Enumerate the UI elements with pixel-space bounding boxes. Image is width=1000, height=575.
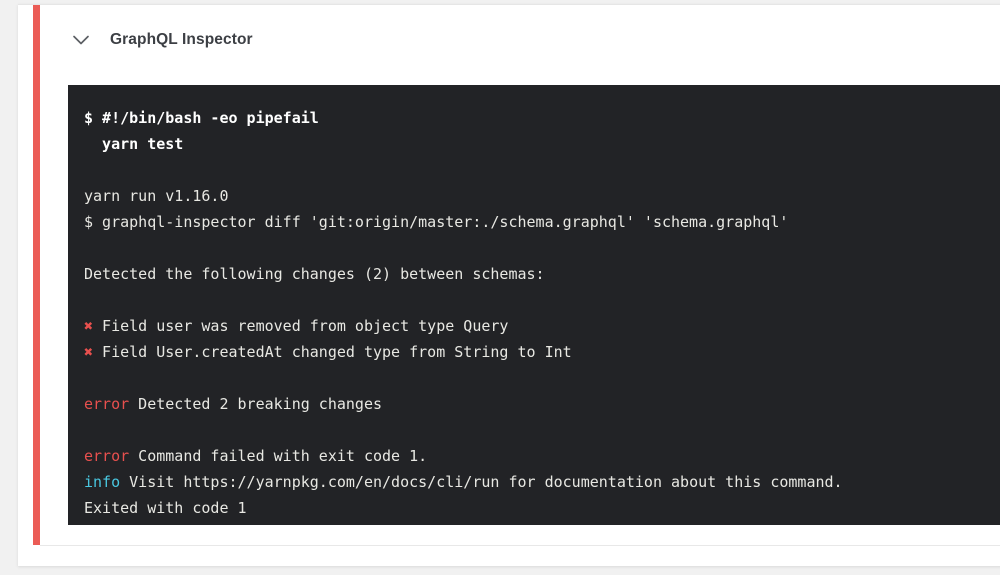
terminal-line-cmd-yarn-test: yarn test <box>84 131 1000 157</box>
terminal-token-bold: yarn test <box>84 135 184 153</box>
terminal-token-bold: $ #!/bin/bash -eo pipefail <box>84 109 319 127</box>
terminal-line-err-command-failed: error Command failed with exit code 1. <box>84 443 1000 469</box>
terminal-line-blank-1 <box>84 157 1000 183</box>
terminal-line-out-detected-changes: Detected the following changes (2) betwe… <box>84 261 1000 287</box>
terminal-token-plain: Detected 2 breaking changes <box>129 395 383 413</box>
step-status-accent-bar <box>33 5 40 545</box>
terminal-token-info: info <box>84 473 121 491</box>
terminal-line-blank-4 <box>84 365 1000 391</box>
step-header-toggle[interactable]: GraphQL Inspector <box>40 5 1000 75</box>
page-title: GraphQL Inspector <box>110 31 253 48</box>
terminal-line-cmd-shebang: $ #!/bin/bash -eo pipefail <box>84 105 1000 131</box>
terminal-token-plain: Field User.createdAt changed type from S… <box>93 343 572 361</box>
terminal-token-error: error <box>84 395 130 413</box>
build-step-card: GraphQL Inspector $ #!/bin/bash -eo pipe… <box>18 4 1000 566</box>
terminal-token-error: error <box>84 447 130 465</box>
chevron-down-icon[interactable] <box>68 27 94 53</box>
step-divider <box>40 545 1000 546</box>
terminal-token-plain: $ graphql-inspector diff 'git:origin/mas… <box>84 213 789 231</box>
card-footer <box>40 546 1000 566</box>
terminal-token-cross: ✖ <box>84 317 94 335</box>
terminal-line-change-2: ✖ Field User.createdAt changed type from… <box>84 339 1000 365</box>
terminal-line-blank-2 <box>84 235 1000 261</box>
terminal-log-output[interactable]: $ #!/bin/bash -eo pipefail yarn test yarn… <box>68 85 1000 525</box>
terminal-token-plain: Field user was removed from object type … <box>93 317 509 335</box>
terminal-token-cross: ✖ <box>84 343 94 361</box>
terminal-line-out-yarn-version: yarn run v1.16.0 <box>84 183 1000 209</box>
terminal-line-out-inspector-diff: $ graphql-inspector diff 'git:origin/mas… <box>84 209 1000 235</box>
terminal-token-plain: Detected the following changes (2) betwe… <box>84 265 545 283</box>
terminal-line-blank-3 <box>84 287 1000 313</box>
terminal-line-change-1: ✖ Field user was removed from object typ… <box>84 313 1000 339</box>
terminal-line-info-visit-docs: info Visit https://yarnpkg.com/en/docs/c… <box>84 469 1000 495</box>
terminal-token-plain: Exited with code 1 <box>84 499 247 517</box>
terminal-token-plain: Visit https://yarnpkg.com/en/docs/cli/ru… <box>120 473 843 491</box>
terminal-token-plain: yarn run v1.16.0 <box>84 187 229 205</box>
terminal-line-err-breaking-changes: error Detected 2 breaking changes <box>84 391 1000 417</box>
terminal-line-out-exited: Exited with code 1 <box>84 495 1000 521</box>
terminal-line-blank-5 <box>84 417 1000 443</box>
terminal-token-plain: Command failed with exit code 1. <box>129 447 428 465</box>
